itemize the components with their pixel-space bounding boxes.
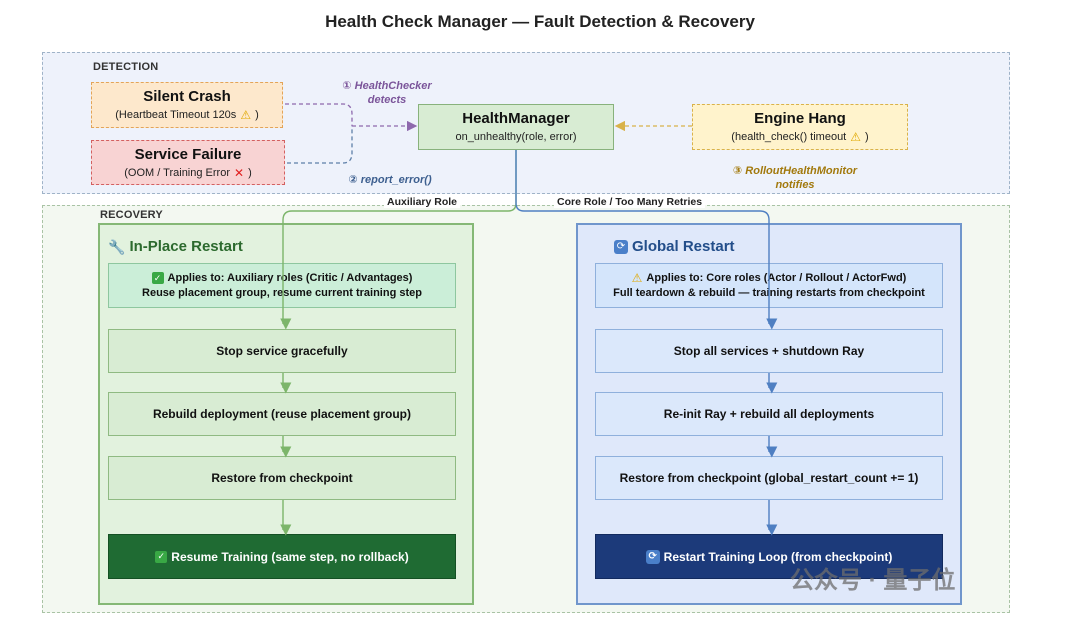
branch-auxiliary-line bbox=[280, 150, 517, 330]
service-failure-title: Service Failure bbox=[134, 145, 242, 163]
global-final-label: Restart Training Loop (from checkpoint) bbox=[663, 549, 893, 564]
inplace-final-label: Resume Training (same step, no rollback) bbox=[171, 549, 409, 564]
page-title: Health Check Manager — Fault Detection &… bbox=[325, 12, 755, 31]
note-healthchecker: ① HealthChecker detects bbox=[342, 80, 432, 106]
inplace-info-line1: Applies to: Auxiliary roles (Critic / Ad… bbox=[167, 271, 413, 284]
silent-crash-title: Silent Crash bbox=[143, 88, 231, 105]
inplace-step-3: Restore from checkpoint bbox=[108, 456, 456, 500]
global-title-row: ⟳ Global Restart bbox=[614, 238, 735, 255]
wrench-icon: 🔧 bbox=[108, 238, 126, 255]
refresh-icon: ⟳ bbox=[614, 239, 628, 254]
note-rollout-monitor: ③ RolloutHealthMonitor notifies bbox=[732, 165, 858, 191]
inplace-step-1: Stop service gracefully bbox=[108, 329, 456, 373]
silent-crash-sub: (Heartbeat Timeout 120s bbox=[115, 109, 237, 121]
engine-hang-title: Engine Hang bbox=[754, 110, 846, 127]
inplace-info-box: ✓ Applies to: Auxiliary roles (Critic / … bbox=[108, 263, 456, 308]
global-final-box: ⟳ Restart Training Loop (from checkpoint… bbox=[595, 534, 943, 579]
global-step-1: Stop all services + shutdown Ray bbox=[595, 329, 943, 373]
silent-crash-box: Silent Crash (Heartbeat Timeout 120s ⚠ ) bbox=[91, 82, 283, 128]
service-failure-connector bbox=[287, 126, 353, 164]
warning-icon: ⚠ bbox=[631, 271, 643, 285]
check-icon: ✓ bbox=[155, 550, 168, 563]
warning-icon: ⚠ bbox=[240, 108, 252, 122]
inplace-step-2: Rebuild deployment (reuse placement grou… bbox=[108, 392, 456, 436]
global-title: Global Restart bbox=[632, 238, 735, 255]
branch-core-line bbox=[515, 150, 778, 330]
check-icon: ✓ bbox=[151, 272, 164, 284]
silent-crash-connector bbox=[285, 103, 353, 126]
health-manager-title: HealthManager bbox=[462, 110, 570, 127]
cross-icon: ✕ bbox=[234, 165, 245, 180]
refresh-icon: ⟳ bbox=[645, 549, 660, 564]
health-manager-sub: on_unhealthy(role, error) bbox=[455, 131, 577, 143]
inplace-title-row: 🔧 In-Place Restart bbox=[108, 238, 243, 255]
inplace-info-line2: Reuse placement group, resume current tr… bbox=[142, 286, 422, 299]
inplace-final-box: ✓ Resume Training (same step, no rollbac… bbox=[108, 534, 456, 579]
recovery-label: RECOVERY bbox=[100, 209, 163, 221]
engine-hang-box: Engine Hang (health_check() timeout ⚠ ) bbox=[692, 104, 908, 150]
health-manager-box: HealthManager on_unhealthy(role, error) bbox=[418, 104, 614, 150]
branch-auxiliary-label: Auxiliary Role bbox=[384, 196, 461, 208]
inplace-title: In-Place Restart bbox=[129, 238, 243, 255]
detection-label: DETECTION bbox=[93, 61, 159, 73]
service-failure-box: Service Failure (OOM / Training Error ✕ … bbox=[91, 140, 285, 185]
note-report-error: ② report_error() bbox=[348, 174, 432, 186]
global-info-line1: Applies to: Core roles (Actor / Rollout … bbox=[646, 271, 907, 284]
service-failure-sub: (OOM / Training Error bbox=[124, 166, 230, 179]
branch-core-label: Core Role / Too Many Retries bbox=[554, 196, 706, 208]
warning-icon: ⚠ bbox=[850, 130, 862, 144]
watermark: 公众号 · 量子位 bbox=[790, 567, 956, 594]
engine-hang-sub: (health_check() timeout bbox=[731, 131, 847, 143]
